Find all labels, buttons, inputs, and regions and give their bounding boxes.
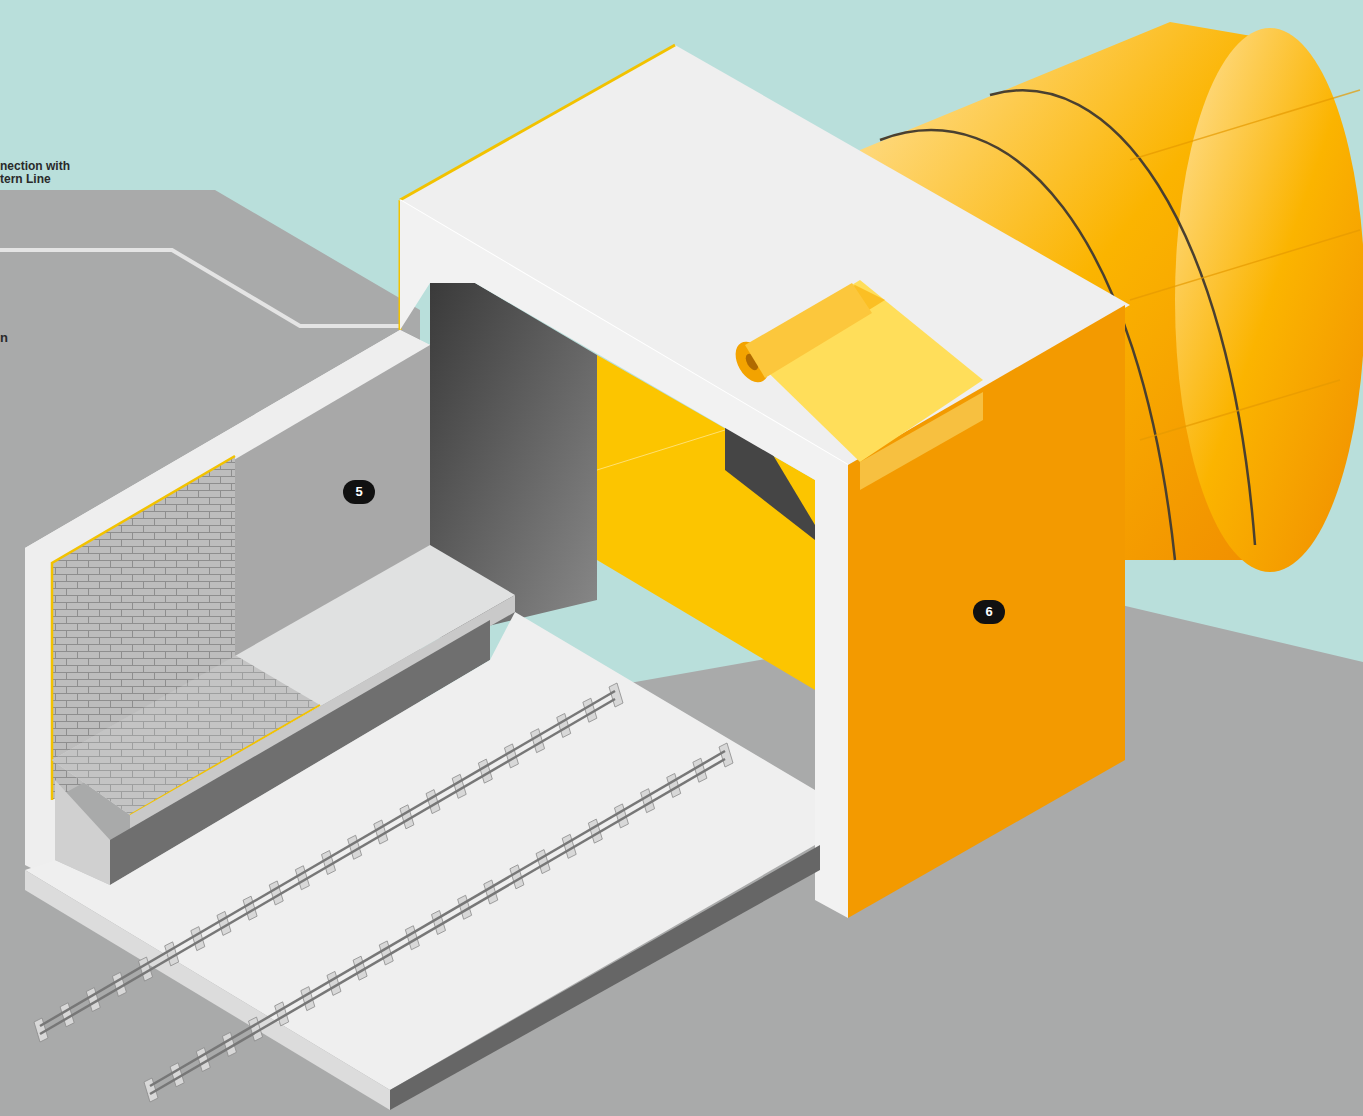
location-note: nection with tern Line <box>0 160 84 186</box>
callout-number: 6 <box>973 600 1005 624</box>
rail <box>40 691 615 1026</box>
sleeper <box>719 743 733 767</box>
callout-number: 5 <box>343 480 375 504</box>
sleeper <box>609 683 623 707</box>
rail <box>150 751 725 1086</box>
location-note: n <box>0 331 14 344</box>
rail <box>150 759 725 1094</box>
